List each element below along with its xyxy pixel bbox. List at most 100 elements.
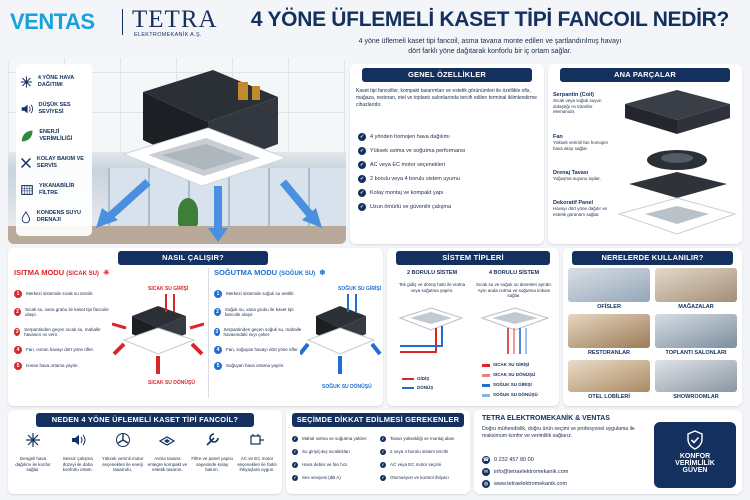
place-tile: OTEL LOBİLERİ: [568, 360, 650, 400]
check-icon: ✓: [358, 175, 366, 183]
legend-swatch: [482, 373, 490, 377]
general-item: ✓AC veya EC motor seçenekleri: [358, 161, 445, 169]
selection-right: ✓Tavan yüksekliği ve montaj alanı ✓2 vey…: [380, 432, 468, 484]
contact-text: Doğru mühendislik, doğru ürün seçimi ve …: [482, 426, 635, 439]
check-icon: ✓: [380, 474, 386, 481]
tetra-logo: TETRA: [132, 6, 218, 33]
globe-icon: ◍: [482, 480, 490, 488]
leaf-icon: [21, 130, 33, 141]
selection-item: ✓Su giriş/çıkış sıcaklıkları: [292, 448, 351, 455]
general-item: ✓4 yönden homojen hava dağılımı: [358, 133, 450, 141]
place-photo: [568, 314, 650, 348]
place-photo: [568, 268, 650, 302]
plant: [178, 198, 198, 226]
hero-feature: KONDENS SUYU DRENAJI: [20, 203, 88, 230]
cooling-mode-title: SOĞUTMA MODU (SOĞUK SU) ❄: [214, 268, 326, 277]
snowflake-icon: ❄: [319, 268, 326, 277]
legend-swatch: [482, 383, 490, 387]
legend-swatch: [482, 363, 490, 367]
place-photo: [655, 314, 737, 348]
check-icon: ✓: [292, 448, 298, 455]
drop-icon: [21, 210, 30, 223]
hero-feature: ENERJİ VERİMLİLİĞİ: [20, 122, 88, 149]
legend-item: SICAK SU DÖNÜŞÜ: [482, 370, 538, 380]
ventas-logo: VENTAS: [10, 9, 95, 34]
contact-title: TETRA ELEKTROMEKANİK & VENTAS: [482, 415, 610, 422]
part-item: Serpantin (Coil) Sıcak veya soğuk suyun …: [553, 92, 602, 114]
legend-item: SICAK SU GİRİŞİ: [482, 360, 538, 370]
phone-icon: ☎: [482, 456, 490, 464]
why-item: Filtre ve panel yapısı sayesinde kolay b…: [191, 432, 233, 473]
hero-feature-label: ENERJİ VERİMLİLİĞİ: [39, 128, 73, 142]
selection-item: ✓2 veya 4 borulu sistem tercihi: [380, 448, 449, 455]
wrench-icon: [206, 433, 219, 446]
cooling-out-label: SOĞUK SU DÖNÜŞÜ: [322, 384, 372, 390]
general-item: ✓Uzun ömürlü ve güvenilir çalışma: [358, 203, 452, 211]
contact-phone[interactable]: ☎ 0 232 457 80 00: [482, 456, 534, 464]
motor-icon: [250, 434, 264, 445]
selection-item: ✓Hava debisi ve fan hızı: [292, 461, 348, 468]
place-photo: [655, 268, 737, 302]
legend-item: DÖNÜŞ: [402, 383, 433, 392]
hero-feature-label: KOLAY BAKIM VE SERVİS: [36, 155, 84, 169]
general-features-panel: [350, 64, 544, 244]
speaker-icon: [21, 104, 34, 113]
selection-left: ✓Mahal ısıtma ve soğutma yükleri ✓Su gir…: [292, 432, 376, 484]
check-icon: ✓: [380, 461, 386, 468]
general-items: ✓4 yönden homojen hava dağılımı ✓Yüksek …: [358, 130, 538, 214]
how-divider: [208, 268, 209, 398]
airflow-arrows: [96, 179, 322, 242]
hero-feature: KOLAY BAKIM VE SERVİS: [20, 149, 88, 176]
two-pipe-legend: GİDİŞ DÖNÜŞ: [402, 374, 433, 392]
check-icon: ✓: [358, 147, 366, 155]
four-pipe-legend: SICAK SU GİRİŞİ SICAK SU DÖNÜŞÜ SOĞUK SU…: [482, 360, 538, 400]
why-item: Asma tavana entegre kompakt ve estetik t…: [146, 432, 188, 473]
contact-website[interactable]: ◍ www.tetraelektromekanik.com: [482, 480, 568, 488]
general-item: ✓Kolay montaj ve kompakt yapı: [358, 189, 444, 197]
general-features-title: GENEL ÖZELLİKLER: [362, 68, 532, 82]
selection-item: ✓Ses seviyesi (dB A): [292, 474, 341, 481]
fancoil-unit-illustration: [122, 70, 288, 187]
why-item: AC ve EC motor seçenekleri ile farklı ih…: [236, 432, 278, 473]
page-subtitle-2: dört farklı yöne dağıtarak konforlu bir …: [408, 48, 572, 55]
system-types-title: SİSTEM TİPLERİ: [396, 251, 550, 265]
selection-item: ✓Tavan yüksekliği ve montaj alanı: [380, 435, 455, 442]
check-icon: ✓: [292, 435, 298, 442]
check-icon: ✓: [358, 203, 366, 211]
hero-feature-list: 4 YÖNE HAVA DAĞITIMI DÜŞÜK SES SEVİYESİ …: [16, 64, 92, 236]
legend-item: GİDİŞ: [402, 374, 433, 383]
system-types-panel: [387, 248, 559, 406]
selection-title: SEÇİMDE DİKKAT EDİLMESİ GEREKENLER: [292, 413, 464, 427]
legend-swatch: [402, 377, 414, 380]
four-pipe-diagram: [480, 307, 550, 354]
comfort-badge: KONFOR VERİMLİLİK GÜVEN: [654, 422, 736, 488]
check-icon: ✓: [358, 133, 366, 141]
hero-scene: 4 YÖNE HAVA DAĞITIMI DÜŞÜK SES SEVİYESİ …: [8, 58, 346, 244]
hero-feature: YIKANABİLİR FİLTRE: [20, 176, 88, 203]
fan-icon: [115, 433, 130, 447]
check-icon: ✓: [380, 448, 386, 455]
exploded-parts-illustration: [617, 90, 737, 235]
how-it-works-title: NASIL ÇALIŞIR?: [118, 251, 268, 265]
check-icon: ✓: [292, 461, 298, 468]
contact-email[interactable]: ✉ info@tetraelektromekanik.com: [482, 468, 569, 476]
two-pipe-desc: Tek gidiş ve dönüş hattı ile ısıtma veya…: [398, 282, 466, 293]
legend-item: SOĞUK SU DÖNÜŞÜ: [482, 390, 538, 400]
general-intro: Kaset tipi fancoiller, kompakt tasarımla…: [356, 88, 537, 108]
airflow-icon: [20, 75, 33, 88]
hero-feature: 4 YÖNE HAVA DAĞITIMI: [20, 68, 88, 95]
part-item: Dekoratif Panel Havayı dört yöne dağıtır…: [553, 200, 608, 217]
tools-icon: [20, 157, 31, 168]
legend-item: SOĞUK SU GİRİŞİ: [482, 380, 538, 390]
heating-mode-title: ISITMA MODU (SICAK SU) ☀: [14, 268, 110, 277]
mail-icon: ✉: [482, 468, 490, 476]
airflow-icon: [26, 433, 40, 447]
